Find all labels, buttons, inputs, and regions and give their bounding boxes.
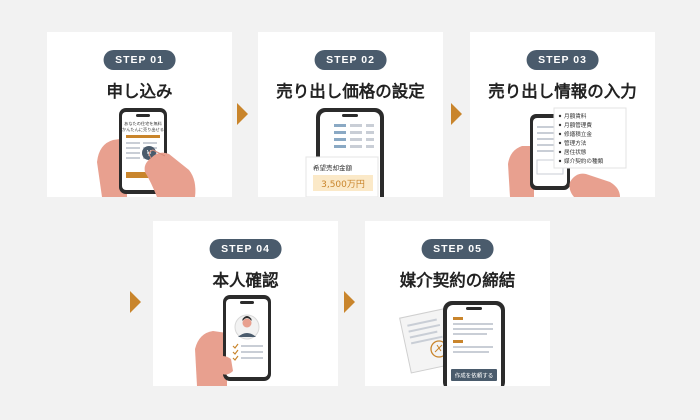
screen-line: かんたんに売り出せる [122,126,164,133]
application-illustration: あなたの住宅を無料 かんたんに売り出せる ¥ [97,108,196,197]
step-card-02: STEP 02 売り出し価格の設定 希望売却金額 3,500万円 [258,32,443,197]
step-title: 本人確認 [212,271,279,290]
price-value: 3,500万円 [321,179,365,190]
step-badge: STEP 02 [314,50,387,70]
step-title: 売り出し情報の入力 [488,82,637,101]
request-button [451,369,497,381]
arrow-right-icon [237,103,248,125]
request-button-label: 作成を依頼する [455,372,494,380]
step-badge: STEP 05 [421,239,494,259]
hand-icon [508,146,534,197]
property-info-illustration: 月額賃料 月額管理費 修繕積立金 管理方法 居住状態 媒介契約の種類 [508,107,627,197]
step-title: 媒介契約の締結 [399,271,516,290]
arrow-right-icon [451,103,462,125]
step-card-03: STEP 03 売り出し情報の入力 月額賃料 月額管理費 修繕積立金 管理方法 … [470,32,655,197]
step-card-01: STEP 01 申し込み あなたの住宅を無料 かんたんに売り出せる ¥ [47,32,232,197]
step-title: 売り出し価格の設定 [276,82,425,101]
hand-icon [144,152,196,197]
arrow-right-icon [130,291,141,313]
step-card-04: STEP 04 本人確認 [153,221,338,386]
hand-icon [569,173,620,197]
step-title: 申し込み [106,82,173,101]
step-badge: STEP 01 [103,50,176,70]
checklist [232,343,263,361]
contract-illustration: 作成を依頼する [399,301,505,386]
step-card-05: STEP 05 媒介契約の締結 作成を依頼する [365,221,550,386]
info-item: 居住状態 [564,148,587,156]
info-item: 月額賃料 [564,112,587,120]
info-item: 月額管理費 [564,121,592,129]
price-illustration: 希望売却金額 3,500万円 [305,108,384,197]
step-badge: STEP 03 [526,50,599,70]
info-item: 管理方法 [564,139,587,147]
user-icon [234,314,260,340]
identity-illustration [195,295,271,386]
info-item: 修繕積立金 [564,130,592,138]
price-label: 希望売却金額 [313,163,353,172]
info-item: 媒介契約の種類 [564,157,604,165]
step-badge: STEP 04 [209,239,282,259]
hand-icon [213,356,233,375]
screen-line: あなたの住宅を無料 [124,120,163,127]
arrow-right-icon [344,291,355,313]
